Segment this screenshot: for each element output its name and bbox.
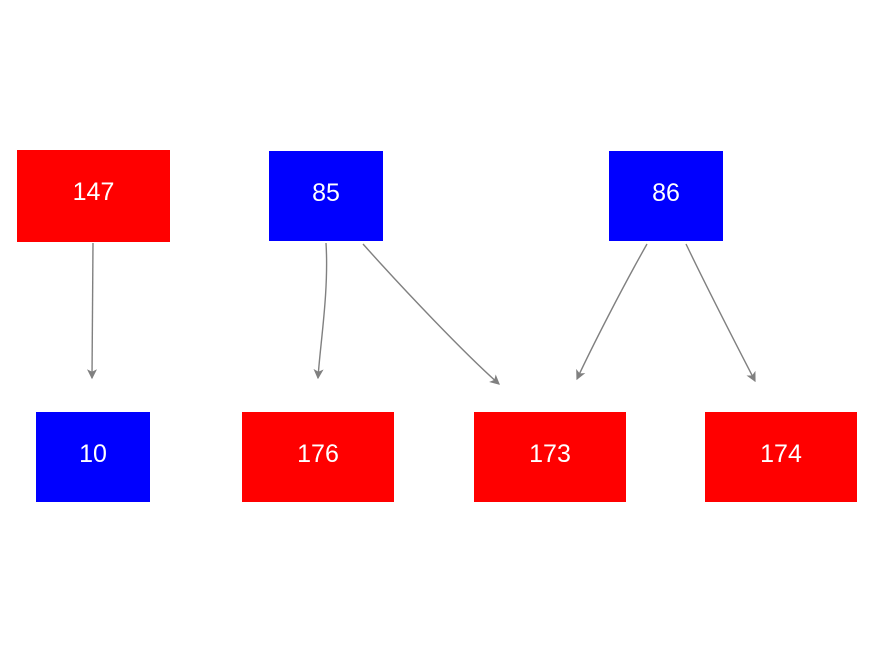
node-label: 10: [79, 440, 107, 468]
node-label: 173: [529, 440, 571, 468]
node-label: 86: [652, 179, 680, 207]
edge-85-to-176: [313, 242, 328, 380]
edge-86-to-174: [685, 243, 756, 383]
node-label: 85: [312, 179, 340, 207]
graph-node-174[interactable]: 174: [705, 412, 857, 502]
node-label: 147: [72, 178, 115, 206]
graph-node-176[interactable]: 176: [242, 412, 394, 502]
edge-86-to-173: [576, 243, 648, 381]
edge-147-to-10: [86, 242, 98, 380]
graph-node-147[interactable]: 147: [17, 150, 170, 242]
node-label: 174: [760, 440, 802, 468]
node-label: 176: [297, 440, 339, 468]
edge-group: [86, 242, 756, 385]
graph-node-173[interactable]: 173: [474, 412, 626, 502]
edge-85-to-173: [362, 243, 500, 385]
graph-node-86[interactable]: 86: [609, 151, 723, 241]
graph-node-85[interactable]: 85: [269, 151, 383, 241]
graph-node-10[interactable]: 10: [36, 412, 150, 502]
